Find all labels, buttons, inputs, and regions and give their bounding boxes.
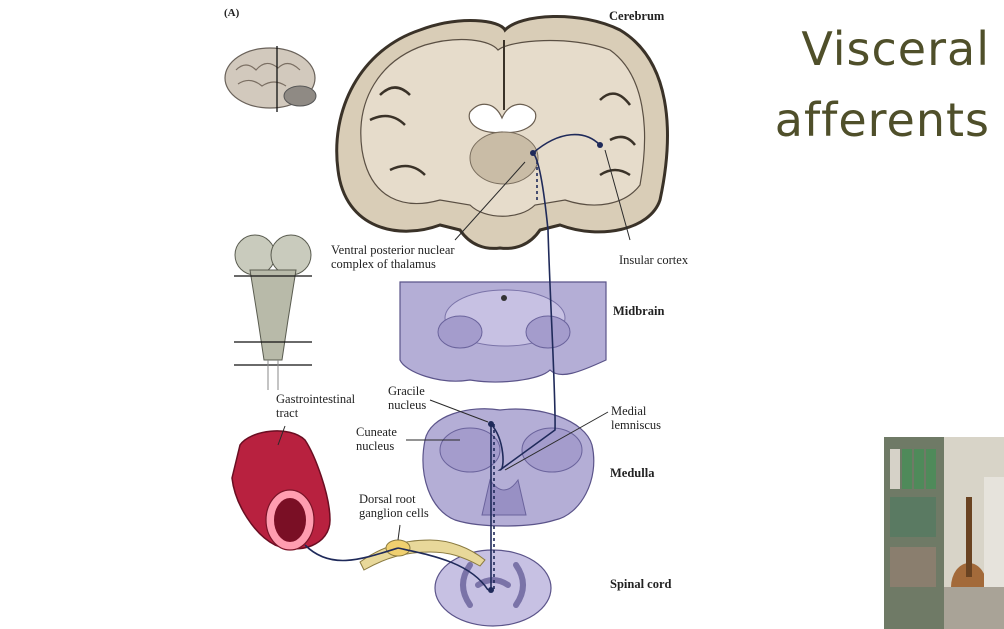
label-cerebrum: Cerebrum xyxy=(609,9,665,23)
label-spinal-cord: Spinal cord xyxy=(610,577,672,591)
cerebrum-section xyxy=(335,15,669,250)
slide-title-line1: Visceral xyxy=(801,22,990,76)
gi-tract-illustration xyxy=(231,430,331,551)
brainstem-orientation-icon xyxy=(234,234,312,390)
label-vpn-thalamus: Ventral posterior nuclear complex of tha… xyxy=(331,243,455,271)
label-cuneate-nucleus: Cuneate nucleus xyxy=(356,425,397,453)
leader-lines xyxy=(277,149,631,541)
midbrain-section xyxy=(399,281,607,383)
afferent-pathway xyxy=(304,133,601,591)
medulla-section xyxy=(422,408,595,527)
brain-orientation-icon xyxy=(224,46,317,112)
presenter-video xyxy=(884,437,1004,629)
label-medulla: Medulla xyxy=(610,466,655,480)
panel-label: (A) xyxy=(224,7,240,19)
slide-title-line2: afferents xyxy=(774,93,990,147)
label-medial-lemniscus: Medial lemniscus xyxy=(611,404,661,432)
label-midbrain: Midbrain xyxy=(613,304,665,318)
label-gi-tract: Gastrointestinal tract xyxy=(276,392,356,420)
spinal-cord-section xyxy=(434,549,552,627)
label-gracile-nucleus: Gracile nucleus xyxy=(388,384,427,412)
presenter-video-icon xyxy=(884,437,1004,629)
label-insular-cortex: Insular cortex xyxy=(619,253,689,267)
label-drg-cells: Dorsal root ganglion cells xyxy=(359,492,429,520)
